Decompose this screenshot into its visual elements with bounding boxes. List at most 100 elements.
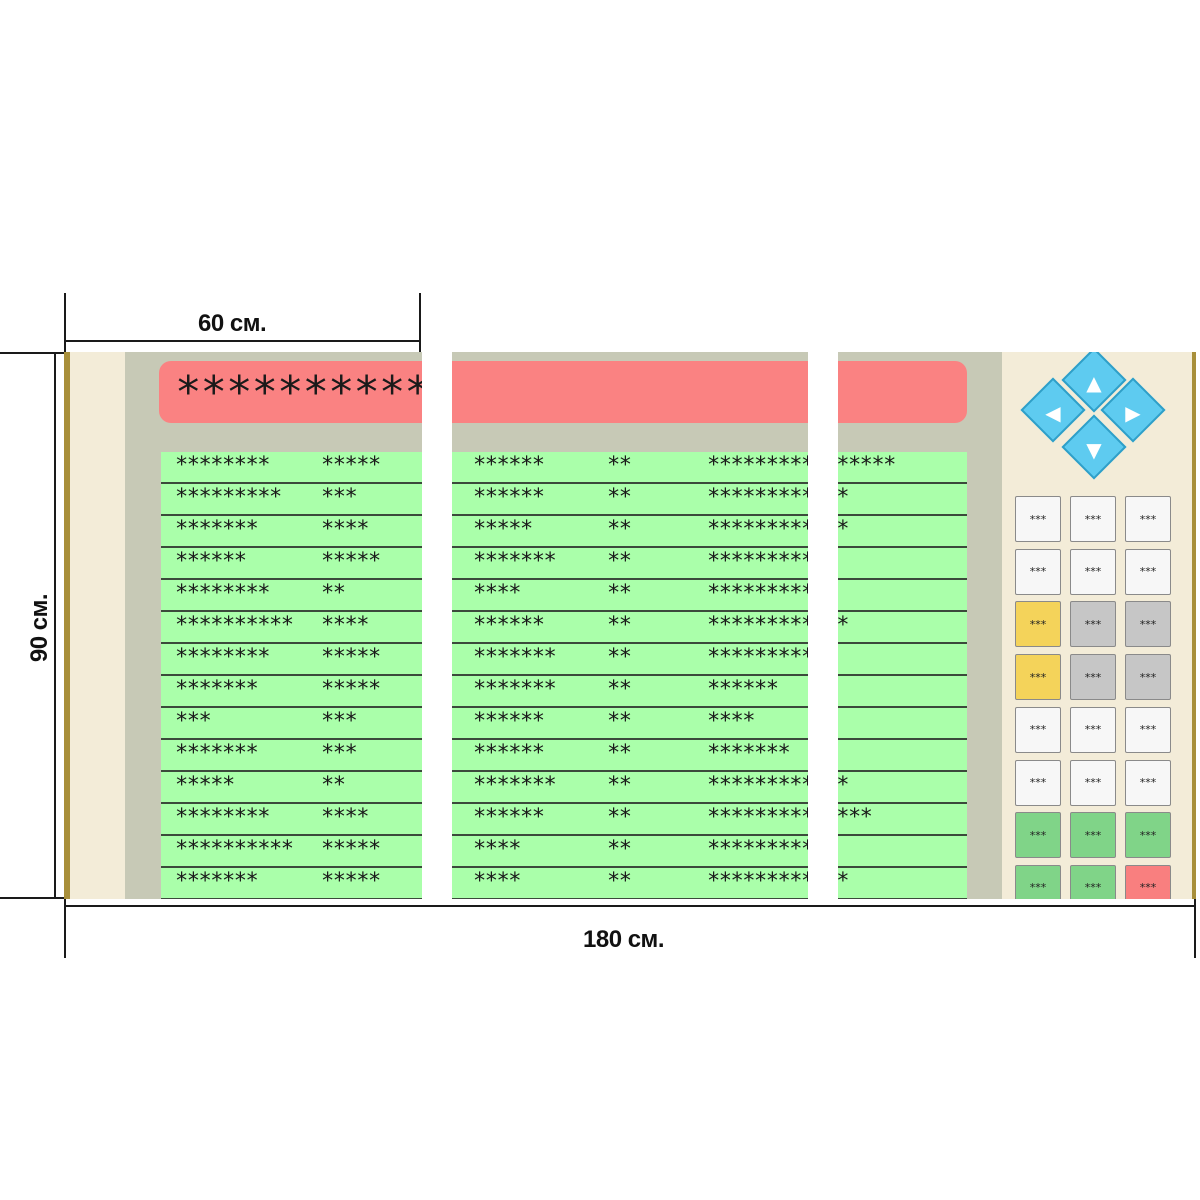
keypad-key[interactable]: ***: [1125, 864, 1171, 899]
table-cell: ***: [321, 485, 358, 510]
table-cell: *****: [321, 453, 381, 478]
table-cell: **: [607, 613, 632, 638]
table-row[interactable]: *******************************: [161, 836, 967, 868]
table-cell: *******: [175, 741, 259, 766]
table-cell: *******: [707, 741, 791, 766]
table-cell: *******: [473, 677, 557, 702]
keypad-key[interactable]: ***: [1070, 864, 1116, 899]
table-row[interactable]: ******************************: [161, 516, 967, 548]
keypad-key[interactable]: ***: [1070, 601, 1116, 648]
table-cell: **********: [707, 581, 826, 606]
width-extension-right: [419, 293, 421, 355]
table-cell: **: [607, 837, 632, 862]
keypad-key[interactable]: ***: [1015, 654, 1061, 701]
keypad-key[interactable]: ***: [1070, 706, 1116, 753]
keypad-key[interactable]: ***: [1125, 496, 1171, 542]
table-cell: **: [607, 805, 632, 830]
total-extension-left: [64, 896, 66, 958]
keypad-key[interactable]: ***: [1015, 496, 1061, 542]
table-row[interactable]: **************************: [161, 580, 967, 612]
total-extension-right: [1194, 896, 1196, 958]
table-cell: *****: [321, 645, 381, 670]
panel-edge-left: [64, 352, 70, 899]
height-label: 90 см.: [26, 593, 53, 663]
table-row[interactable]: ******************: [161, 708, 967, 740]
table-row[interactable]: **********************************: [161, 612, 967, 644]
table-row[interactable]: *************************: [161, 740, 967, 772]
keypad-key[interactable]: ***: [1015, 601, 1061, 648]
terminal-panel: ********** *****************************…: [64, 352, 1196, 899]
table-cell: ******: [473, 453, 545, 478]
table-cell: **********: [175, 613, 294, 638]
table-cell: **: [607, 549, 632, 574]
table-cell: **: [321, 581, 346, 606]
table-row[interactable]: ******************************: [161, 548, 967, 580]
table-cell: **************: [707, 805, 873, 830]
table-cell: ****: [321, 613, 369, 638]
keypad-key[interactable]: ***: [1015, 759, 1061, 806]
table-cell: **: [607, 485, 632, 510]
table-cell: **********: [707, 645, 826, 670]
table-cell: ****: [473, 869, 521, 894]
table-row[interactable]: ********************************: [161, 644, 967, 676]
keypad-key[interactable]: ***: [1070, 812, 1116, 859]
data-table: ****************************************…: [161, 452, 967, 899]
table-cell: ********: [175, 581, 270, 606]
title-bar: **********: [159, 361, 967, 423]
table-cell: **********: [175, 837, 294, 862]
keypad-key[interactable]: ***: [1070, 548, 1116, 595]
table-row[interactable]: ****************************: [161, 772, 967, 804]
table-cell: **: [607, 677, 632, 702]
width-label: 60 см.: [198, 310, 267, 337]
table-cell: *******: [473, 645, 557, 670]
table-cell: ******: [707, 677, 779, 702]
keypad-key[interactable]: ***: [1125, 706, 1171, 753]
keypad-key[interactable]: ***: [1015, 812, 1061, 859]
table-cell: *******: [175, 517, 259, 542]
keypad-key[interactable]: ***: [1125, 601, 1171, 648]
table-cell: **: [607, 869, 632, 894]
table-cell: *******: [473, 773, 557, 798]
table-cell: ******: [473, 485, 545, 510]
table-cell: ******: [175, 549, 247, 574]
table-cell: ****: [707, 709, 755, 734]
table-row[interactable]: *************************************: [161, 452, 967, 484]
table-cell: **: [607, 773, 632, 798]
keypad-key[interactable]: ***: [1070, 759, 1116, 806]
keypad-key[interactable]: ***: [1070, 496, 1116, 542]
table-cell: ******: [473, 741, 545, 766]
keypad-key[interactable]: ***: [1015, 548, 1061, 595]
table-cell: ****: [473, 581, 521, 606]
arrow-down-icon: ▼: [1086, 437, 1102, 462]
table-cell: *****: [321, 677, 381, 702]
width-extension-left: [64, 293, 66, 355]
table-row[interactable]: ******************************: [161, 868, 967, 899]
table-cell: **: [607, 453, 632, 478]
table-cell: ****************: [707, 453, 896, 478]
table-row[interactable]: ********************************: [161, 484, 967, 516]
table-cell: ****: [321, 517, 369, 542]
keypad-key[interactable]: ***: [1015, 864, 1061, 899]
table-cell: *****: [473, 517, 533, 542]
keypad-key[interactable]: ***: [1125, 759, 1171, 806]
arrow-left-icon: ◀: [1045, 400, 1061, 425]
keypad-key[interactable]: ***: [1070, 654, 1116, 701]
keypad-key[interactable]: ***: [1125, 654, 1171, 701]
height-extension-top: [0, 352, 66, 354]
keypad-key[interactable]: ***: [1015, 706, 1061, 753]
table-cell: **: [321, 773, 346, 798]
total-dimension-line: [64, 905, 1196, 907]
table-cell: *****: [321, 869, 381, 894]
table-cell: *****: [175, 773, 235, 798]
table-cell: ****: [473, 837, 521, 862]
table-cell: ***: [175, 709, 212, 734]
keypad-key[interactable]: ***: [1125, 548, 1171, 595]
table-row[interactable]: ***************************: [161, 676, 967, 708]
table-row[interactable]: **********************************: [161, 804, 967, 836]
table-cell: **: [607, 709, 632, 734]
keypad-key[interactable]: ***: [1125, 812, 1171, 859]
table-cell: ******: [473, 613, 545, 638]
table-cell: **: [607, 581, 632, 606]
table-cell: ******: [473, 805, 545, 830]
table-cell: **********: [707, 837, 826, 862]
